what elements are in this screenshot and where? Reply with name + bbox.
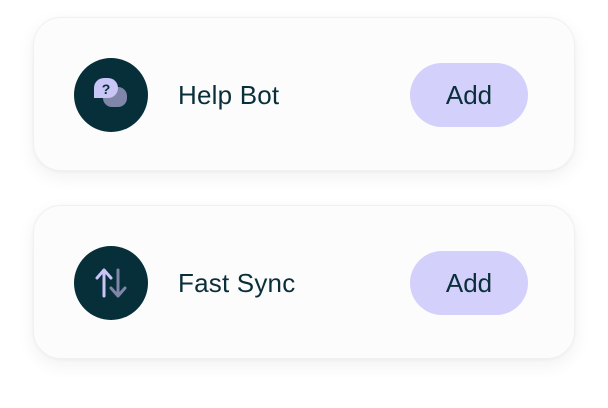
add-button[interactable]: Add [410,251,528,315]
sync-arrows-icon [74,246,148,320]
help-chat-icon: ? [74,58,148,132]
app-card-help-bot: ? Help Bot Add [33,17,575,171]
app-card-fast-sync: Fast Sync Add [33,205,575,359]
app-name: Help Bot [178,80,280,110]
app-name: Fast Sync [178,268,296,298]
svg-text:?: ? [102,81,111,97]
add-button[interactable]: Add [410,63,528,127]
